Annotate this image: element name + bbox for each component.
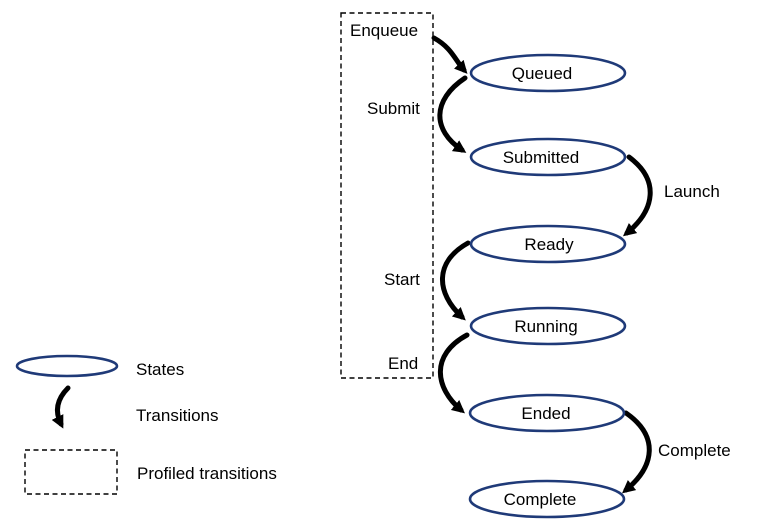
submit-arrow xyxy=(437,75,468,153)
legend-profiled-label: Profiled transitions xyxy=(137,464,277,483)
transition-label-submit: Submit xyxy=(367,99,420,118)
state-label-ready: Ready xyxy=(524,235,574,254)
end-arrow xyxy=(438,332,470,414)
profiled-transitions-box xyxy=(340,12,434,379)
transition-label-end: End xyxy=(388,354,418,373)
start-arrow xyxy=(440,240,471,321)
state-label-running: Running xyxy=(514,317,577,336)
transition-label-enqueue: Enqueue xyxy=(350,21,418,40)
transition-label-start: Start xyxy=(384,270,420,289)
state-label-submitted: Submitted xyxy=(503,148,580,167)
legend-transitions-label: Transitions xyxy=(136,406,219,425)
legend: States Transitions Profiled transitions xyxy=(15,354,277,495)
complete-arrow xyxy=(621,410,652,494)
state-ready: Ready xyxy=(469,224,627,264)
legend-profiled-swatch xyxy=(24,449,118,495)
legend-transition-swatch xyxy=(51,385,71,429)
transition-label-complete: Complete xyxy=(658,441,731,460)
state-submitted: Submitted xyxy=(469,137,627,177)
state-complete: Complete xyxy=(468,479,626,519)
legend-state-swatch xyxy=(15,354,119,378)
launch-arrow xyxy=(622,154,653,237)
state-label-ended: Ended xyxy=(521,404,570,423)
state-label-complete: Complete xyxy=(504,490,577,509)
transition-label-launch: Launch xyxy=(664,182,720,201)
legend-states-label: States xyxy=(136,360,184,379)
state-running: Running xyxy=(469,306,627,346)
state-queued: Queued xyxy=(469,53,627,93)
state-label-queued: Queued xyxy=(512,64,573,83)
enqueue-arrow xyxy=(431,35,468,74)
state-ended: Ended xyxy=(468,393,626,433)
